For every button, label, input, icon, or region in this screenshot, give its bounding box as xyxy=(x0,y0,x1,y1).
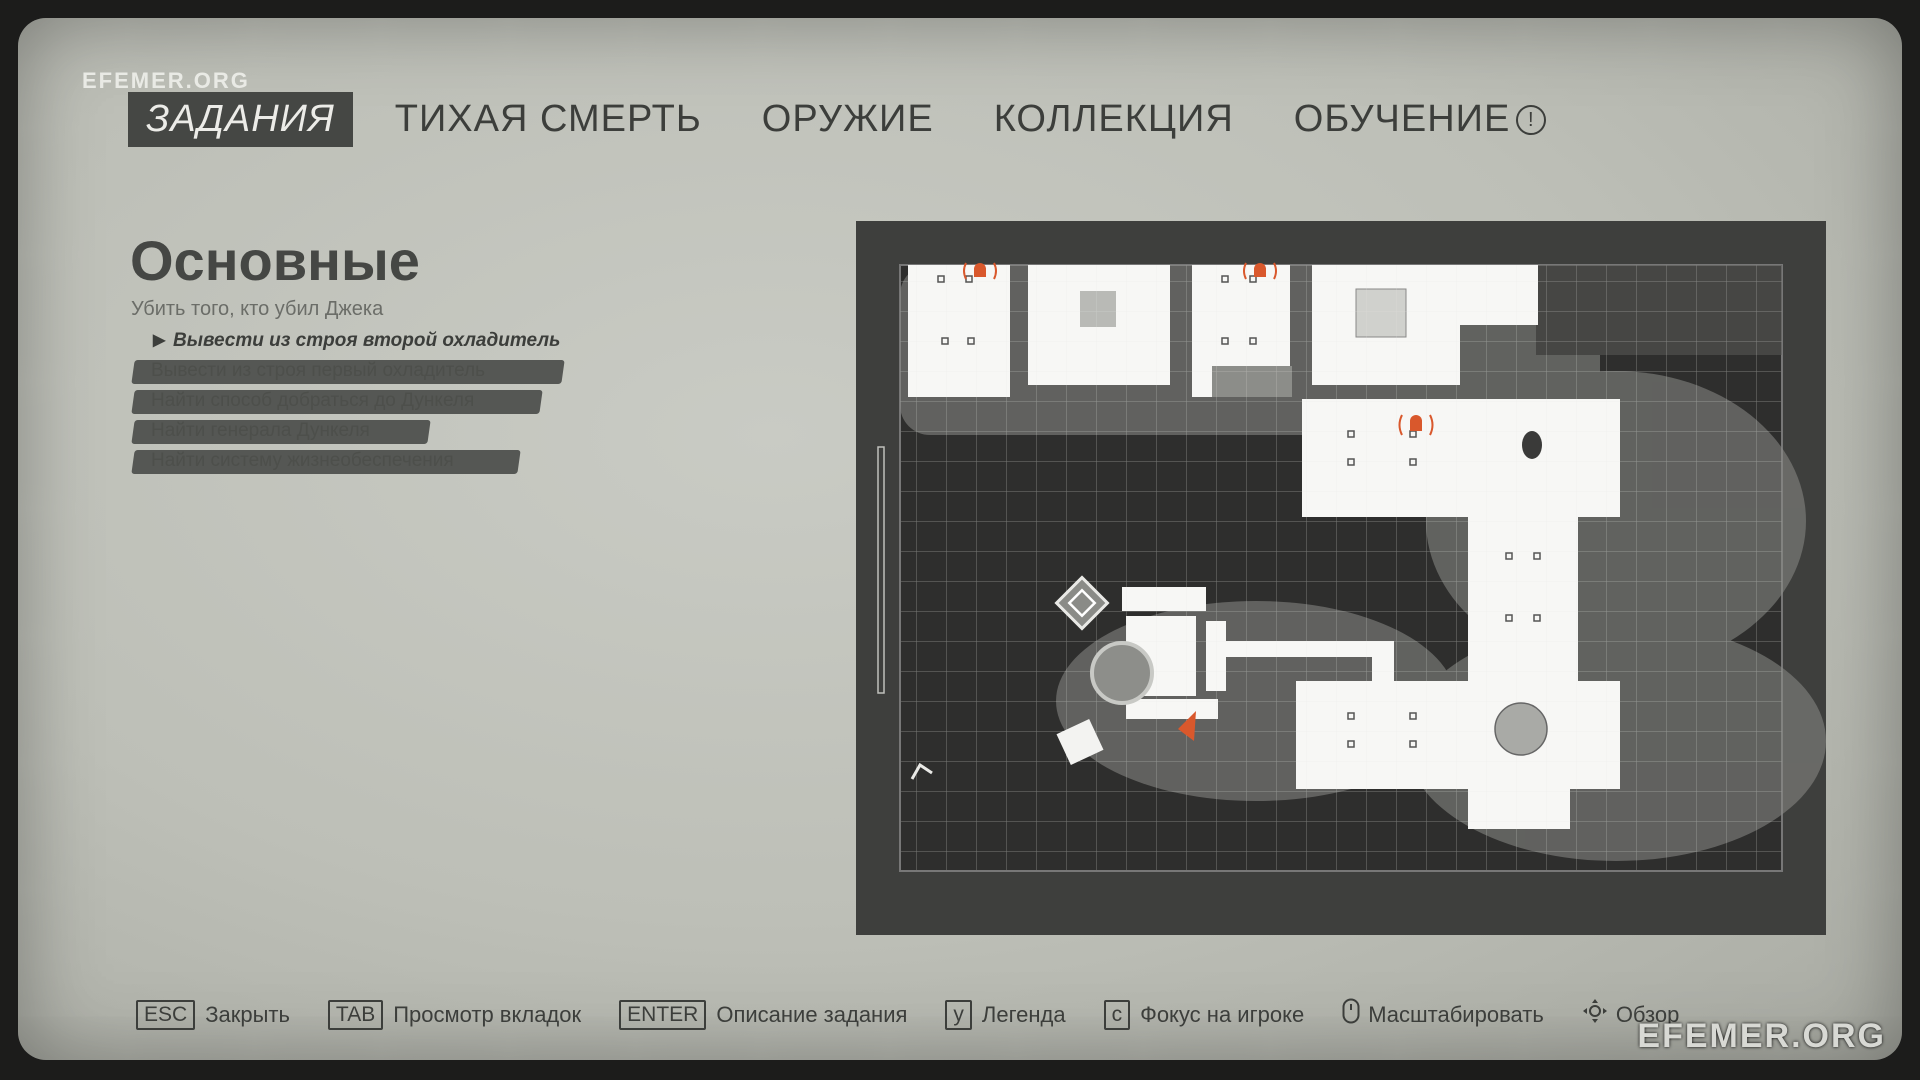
objective-current[interactable]: ▶ Вывести из строя второй охладитель xyxy=(131,326,591,356)
section-title: Основные xyxy=(130,229,420,292)
hint-description[interactable]: ENTER Описание задания xyxy=(619,999,908,1030)
objective-text: Вывести из строя второй охладитель xyxy=(173,330,561,351)
key-c: c xyxy=(1103,999,1131,1030)
objective-text: Вывести из строя первый охладитель xyxy=(151,360,486,381)
map-cells xyxy=(937,275,1541,748)
hint-label: Масштабировать xyxy=(1368,1001,1544,1027)
key-tab: TAB xyxy=(327,999,384,1030)
hint-close[interactable]: ESC Закрыть xyxy=(136,999,290,1030)
hint-label: Закрыть xyxy=(205,1001,290,1027)
tab-label: ОБУЧЕНИЕ xyxy=(1293,98,1511,140)
tab-bar: ЗАДАНИЯ ТИХАЯ СМЕРТЬ ОРУЖИЕ КОЛЛЕКЦИЯ ОБ… xyxy=(128,92,1606,147)
hint-label: Фокус на игроке xyxy=(1140,1001,1305,1027)
objective-text: Найти способ добраться до Дункеля xyxy=(151,390,475,411)
objective-diamond-icon[interactable] xyxy=(1054,575,1110,631)
alarm-icon[interactable] xyxy=(963,262,997,280)
alarm-icon[interactable] xyxy=(1243,262,1277,280)
debris xyxy=(1056,718,1104,766)
objective-text: Найти систему жизнеобеспечения xyxy=(151,450,454,471)
objective-completed[interactable]: Найти систему жизнеобеспечения xyxy=(131,446,591,476)
round-structure xyxy=(1090,641,1154,705)
key-esc: ESC xyxy=(136,999,196,1030)
mission-name[interactable]: Убить того, кто убил Джека xyxy=(131,298,384,320)
map-panel[interactable] xyxy=(856,221,1826,935)
tab-training[interactable]: ОБУЧЕНИЕ! xyxy=(1294,92,1547,147)
mouse-scroll-icon xyxy=(1342,998,1360,1031)
tab-missions[interactable]: ЗАДАНИЯ xyxy=(128,92,353,147)
tab-collection[interactable]: КОЛЛЕКЦИЯ xyxy=(994,92,1234,147)
hint-label: Просмотр вкладок xyxy=(393,1001,582,1027)
key-enter: ENTER xyxy=(619,999,707,1030)
hint-label: Обзор xyxy=(1615,1001,1680,1027)
hint-zoom[interactable]: Масштабировать xyxy=(1342,998,1544,1031)
play-arrow-icon: ▶ xyxy=(153,332,166,349)
key-y: y xyxy=(945,999,972,1030)
alarm-icon[interactable] xyxy=(1398,414,1434,436)
hint-focus[interactable]: c Фокус на игроке xyxy=(1103,999,1305,1030)
hint-legend[interactable]: y Легенда xyxy=(945,999,1066,1030)
watermark-top: EFEMER.ORG xyxy=(82,68,250,93)
control-hints: ESC Закрыть TAB Просмотр вкладок ENTER О… xyxy=(136,998,1717,1031)
watermark-bottom: EFEMER.ORG xyxy=(1637,1017,1886,1055)
move-icon xyxy=(1582,998,1608,1031)
tab-silent-kill[interactable]: ТИХАЯ СМЕРТЬ xyxy=(395,92,702,147)
rubble xyxy=(1522,431,1542,459)
zoom-scale-bar[interactable] xyxy=(877,446,885,694)
round-structure xyxy=(1494,702,1548,756)
hint-label: Описание задания xyxy=(716,1001,908,1027)
tab-label: ЗАДАНИЯ xyxy=(146,98,335,140)
hint-overview[interactable]: Обзор xyxy=(1582,998,1680,1031)
map-grid-overlay xyxy=(900,265,1782,871)
north-arrow-icon xyxy=(910,762,933,780)
map-canvas[interactable] xyxy=(856,221,1826,935)
objective-list: ▶ Вывести из строя второй охладитель Выв… xyxy=(131,326,591,476)
alert-icon: ! xyxy=(1516,104,1547,135)
hint-tabs[interactable]: TAB Просмотр вкладок xyxy=(327,999,582,1030)
tab-label: ОРУЖИЕ xyxy=(761,98,934,140)
objective-completed[interactable]: Найти способ добраться до Дункеля xyxy=(131,386,591,416)
player-marker-icon[interactable] xyxy=(1178,711,1196,741)
objective-completed[interactable]: Вывести из строя первый охладитель xyxy=(131,356,591,386)
objective-text: Найти генерала Дункеля xyxy=(151,420,370,441)
hint-label: Легенда xyxy=(981,1001,1066,1027)
objective-completed[interactable]: Найти генерала Дункеля xyxy=(131,416,591,446)
screen: EFEMER.ORG ЗАДАНИЯ ТИХАЯ СМЕРТЬ ОРУЖИЕ К… xyxy=(18,18,1902,1060)
tab-label: ТИХАЯ СМЕРТЬ xyxy=(394,98,702,140)
tab-weapons[interactable]: ОРУЖИЕ xyxy=(762,92,934,147)
tab-label: КОЛЛЕКЦИЯ xyxy=(993,98,1234,140)
